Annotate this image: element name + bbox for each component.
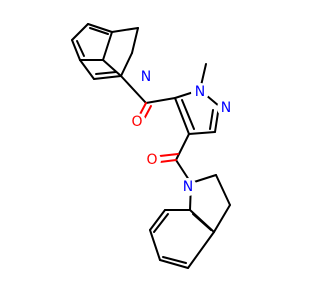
atom-background bbox=[143, 151, 161, 169]
carbonyl-bond-bottom bbox=[159, 159, 177, 163]
bottom-carbonyl-oxygen: O bbox=[146, 152, 157, 168]
bond bbox=[95, 71, 117, 75]
molecule-diagram: N O N N O N bbox=[71, 23, 235, 269]
bond bbox=[159, 259, 189, 269]
atom-background bbox=[128, 113, 146, 131]
bond bbox=[213, 204, 231, 233]
bottom-indoline bbox=[149, 174, 231, 269]
carbonyl-bond-bottom bbox=[159, 153, 179, 157]
bond bbox=[153, 213, 169, 233]
bond bbox=[188, 131, 216, 135]
bond bbox=[149, 229, 161, 261]
bond bbox=[120, 52, 133, 77]
bond bbox=[174, 97, 190, 135]
structure-canvas: N O N N O N bbox=[71, 23, 235, 269]
bond bbox=[102, 59, 122, 77]
bond bbox=[102, 31, 113, 61]
bond bbox=[187, 231, 215, 269]
bond bbox=[87, 23, 113, 33]
bond bbox=[145, 97, 176, 104]
bond bbox=[120, 75, 147, 104]
top-indoline bbox=[71, 23, 139, 80]
pyrazole-nitrogen-1: N bbox=[195, 84, 205, 100]
top-carbonyl-oxygen: O bbox=[131, 114, 142, 130]
bond bbox=[71, 23, 89, 41]
atom-background bbox=[217, 99, 235, 117]
bond bbox=[162, 256, 187, 264]
top-indoline-nitrogen: N bbox=[141, 69, 151, 85]
atom-labels: N O N N O N bbox=[128, 68, 235, 196]
bottom-indoline-nitrogen: N bbox=[183, 179, 193, 195]
bond bbox=[181, 99, 195, 130]
bond bbox=[111, 27, 139, 33]
bond bbox=[89, 27, 109, 35]
bond bbox=[192, 213, 212, 231]
bond bbox=[71, 39, 81, 61]
bottom-carbonyl bbox=[159, 133, 192, 184]
pyrazole-nitrogen-2: N bbox=[221, 100, 231, 116]
bond bbox=[209, 109, 214, 130]
bond bbox=[79, 59, 95, 80]
atom-background bbox=[137, 68, 155, 86]
atom-background bbox=[191, 83, 209, 101]
bond bbox=[93, 75, 122, 80]
bond bbox=[175, 133, 190, 161]
bond bbox=[215, 174, 231, 206]
atom-background bbox=[179, 178, 197, 196]
bond bbox=[149, 209, 166, 231]
bond bbox=[131, 27, 139, 54]
bond bbox=[76, 40, 85, 57]
